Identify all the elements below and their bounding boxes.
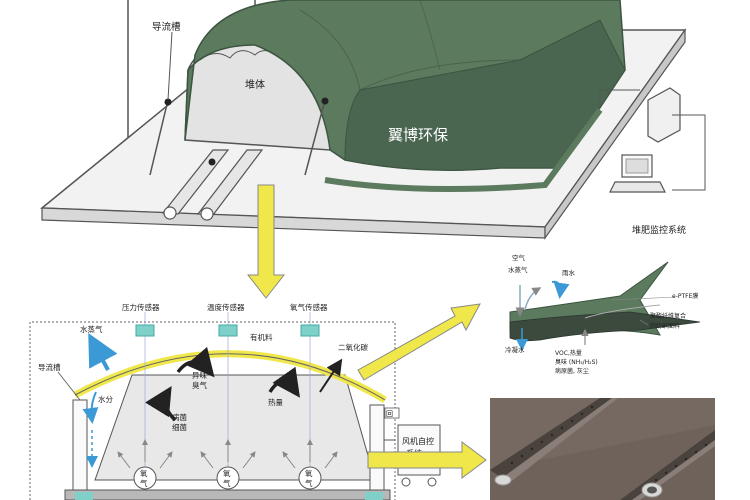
- rain-arrow-icon: [551, 280, 570, 299]
- yellow-arrow-to-concrete-icon: [367, 441, 487, 479]
- rain-label: 雨水: [562, 268, 576, 277]
- oxygen-inlet-label: 气: [140, 478, 148, 488]
- clip-icon: [164, 98, 172, 106]
- eptfe-label: e-PTFE膜: [672, 292, 698, 300]
- oxygen-inlet-label: 氧: [140, 468, 148, 478]
- pipe-end-icon: [494, 474, 512, 486]
- control-cabinet-icon: [647, 87, 681, 143]
- side-wall-left: [72, 399, 88, 493]
- membrane-side: [344, 19, 626, 171]
- down-arrow: [246, 184, 286, 299]
- fabric-label-line1: 聚酯纤维复合: [650, 312, 686, 320]
- oxygen-sensor-icon: [300, 324, 320, 337]
- detail-arrows: [357, 303, 487, 479]
- yellow-down-arrow-icon: [246, 184, 286, 299]
- guide-groove-leader: [167, 31, 173, 101]
- vapor-escape-arrow-icon: [524, 287, 542, 311]
- cold-water-label: 冷凝水: [505, 345, 525, 354]
- moisture-arrow-icon: [82, 391, 99, 424]
- clip-icon: [321, 97, 329, 105]
- process-arrows: [145, 346, 343, 422]
- heat-label: 热量: [268, 397, 283, 407]
- organic-label: 有机料: [250, 332, 273, 342]
- oxygen-inlet-label: 气: [305, 478, 313, 488]
- side-wall-right: [369, 404, 385, 493]
- computer-base-icon: [609, 181, 666, 193]
- oxygen-inlet-icon: [298, 466, 322, 490]
- membrane-skirt: [324, 108, 603, 192]
- oxygen-flow-arrows: [117, 439, 338, 469]
- oxygen-inlets: 氧 气 氧 气 氧 气: [133, 466, 322, 490]
- odor-gas-label: 臭气: [192, 380, 207, 390]
- heat-curve-arrow-icon: [268, 366, 301, 398]
- moisture-label: 水分: [98, 394, 113, 404]
- membrane-detail: 空气 水蒸气 雨水 e-PTFE膜 聚酯纤维复合 的纺织面料 冷凝水 VOC,热…: [505, 253, 701, 375]
- cross-guide-groove-label: 导流槽: [38, 362, 61, 372]
- pressure-sensor-icon: [135, 324, 155, 337]
- pile-label: 堆体: [245, 79, 265, 91]
- cross-section: 压力传感器 温度传感器 氧气传感器: [29, 302, 441, 500]
- temperature-sensor-label: 温度传感器: [207, 302, 245, 312]
- clip-icon: [208, 158, 216, 166]
- wheel-icon: [427, 477, 437, 487]
- voc-label-line2: 臭味 (NH₃/H₂S): [555, 358, 598, 366]
- guide-groove-label: 导流槽: [152, 21, 181, 33]
- wheel-icon: [401, 477, 411, 487]
- oxygen-sensor-label: 氧气传感器: [290, 302, 328, 312]
- monitor-system: 堆肥监控系统: [599, 87, 706, 236]
- drain-holes: [510, 405, 708, 489]
- drainage-channels: [161, 149, 264, 221]
- pathogen-label: 病菌: [172, 412, 187, 422]
- concrete-channel-photo: [490, 398, 715, 500]
- voc-label-line3: 病原菌, 灰尘: [555, 367, 589, 375]
- moisture-arrows: [82, 332, 118, 468]
- vapor-label: 水蒸气: [508, 265, 528, 274]
- oxygen-inlet-label: 氧: [305, 468, 313, 478]
- water-vapor-label: 水蒸气: [80, 324, 103, 334]
- germ-label: 细菌: [172, 422, 187, 432]
- oxygen-inlet-label: 气: [223, 478, 231, 488]
- brand-label: 翼博环保: [388, 126, 448, 144]
- drain-left: [75, 492, 93, 500]
- pipe-mark-label: 回: [386, 410, 393, 418]
- cross-section-pile: [94, 374, 376, 481]
- top-3d-section: 导流槽 堆体 翼博环保 堆肥监控系统: [39, 0, 706, 240]
- vapor-up-arrow-icon: [88, 332, 118, 371]
- pressure-sensor-label: 压力传感器: [122, 302, 160, 312]
- yellow-arrow-to-membrane-icon: [357, 303, 481, 381]
- oxygen-inlet-icon: [216, 466, 240, 490]
- oxygen-inlet-label: 氧: [223, 468, 231, 478]
- co2-arrow-icon: [319, 358, 343, 393]
- temperature-sensor-icon: [218, 324, 238, 337]
- fabric-label-line2: 的纺织面料: [650, 322, 680, 330]
- side-rods: [149, 97, 329, 176]
- voc-label-line1: VOC,热量: [555, 349, 582, 357]
- pathogen-curve-arrow-icon: [145, 386, 177, 422]
- monitor-system-label: 堆肥监控系统: [632, 224, 686, 236]
- oxygen-inlet-icon: [133, 466, 157, 490]
- base-platform-side: [544, 28, 686, 240]
- drain-right: [365, 492, 383, 500]
- co2-label: 二氧化碳: [338, 342, 368, 352]
- odor-label: 异味: [192, 370, 207, 380]
- air-label: 空气: [512, 253, 526, 262]
- pipe-junction: [384, 407, 400, 419]
- odor-curve-arrow-icon: [176, 346, 215, 378]
- fan-control-label-1: 风机自控: [402, 436, 434, 446]
- floor-slab: [64, 489, 391, 500]
